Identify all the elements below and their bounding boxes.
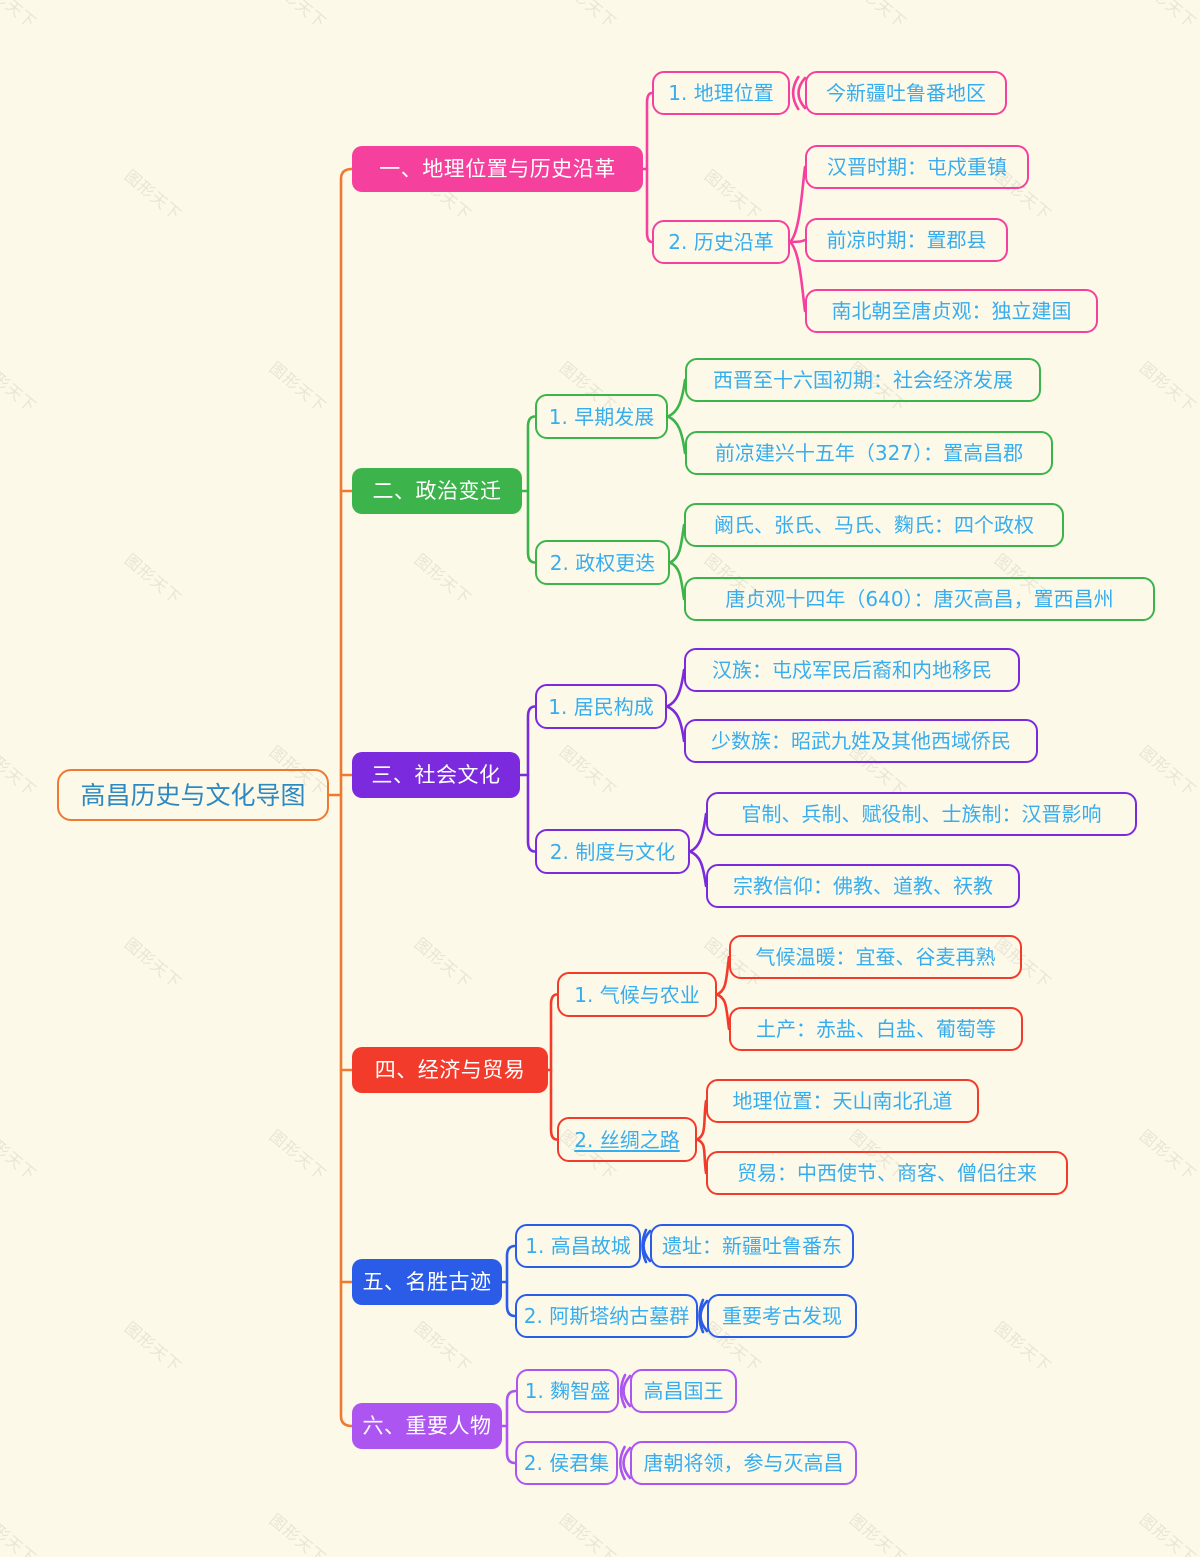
leaf-node-4-1-1[interactable]: 气候温暖：宜蚕、谷麦再熟	[729, 935, 1022, 979]
branch-connector	[666, 378, 687, 418]
leaf-node-5-1-1[interactable]: 遗址：新疆吐鲁番东	[650, 1224, 854, 1268]
branch-connector	[788, 240, 807, 313]
child-node-4-2[interactable]: 2. 丝绸之路	[557, 1117, 697, 1162]
child-node-5-1[interactable]: 1. 高昌故城	[515, 1224, 641, 1268]
branch-connector	[645, 91, 654, 244]
branch-connector	[505, 1244, 517, 1318]
root-node[interactable]: 高昌历史与文化导图	[57, 769, 329, 821]
branch-connector	[788, 238, 807, 244]
branch-connector	[668, 523, 686, 564]
branch-connector	[695, 1138, 708, 1175]
branch-node-2[interactable]: 二、政治变迁	[352, 468, 522, 514]
branch-connector	[695, 1099, 708, 1141]
leaf-node-6-1-1[interactable]: 高昌国王	[630, 1369, 737, 1413]
leaf-node-4-2-1[interactable]: 地理位置：天山南北孔道	[706, 1079, 979, 1123]
leaf-node-2-1-2[interactable]: 前凉建兴十五年（327）：置高昌郡	[685, 431, 1053, 475]
leaf-node-3-1-2[interactable]: 少数族：昭武九姓及其他西域侨民	[684, 719, 1038, 763]
child-node-2-1[interactable]: 1. 早期发展	[535, 394, 668, 439]
child-node-5-2[interactable]: 2. 阿斯塔纳古墓群	[515, 1294, 698, 1338]
child-node-1-1[interactable]: 1. 地理位置	[652, 71, 790, 115]
branch-connector	[549, 993, 559, 1141]
leaf-node-1-2-1[interactable]: 汉晋时期：屯戍重镇	[805, 145, 1029, 189]
leaf-node-3-2-2[interactable]: 宗教信仰：佛教、道教、祆教	[706, 864, 1020, 908]
branch-connector	[526, 705, 537, 853]
branch-connector	[699, 1299, 709, 1333]
leaf-node-2-1-1[interactable]: 西晋至十六国初期：社会经济发展	[685, 358, 1041, 402]
branch-node-5[interactable]: 五、名胜古迹	[352, 1259, 502, 1305]
leaf-node-4-1-2[interactable]: 土产：赤盐、白盐、葡萄等	[729, 1007, 1023, 1051]
branch-connector	[619, 1445, 626, 1481]
branch-node-4[interactable]: 四、经济与贸易	[352, 1047, 548, 1093]
leaf-node-1-2-3[interactable]: 南北朝至唐贞观：独立建国	[805, 289, 1098, 333]
branch-connector	[666, 415, 687, 455]
branch-connector	[622, 1374, 632, 1408]
child-node-4-1[interactable]: 1. 气候与农业	[557, 972, 717, 1017]
child-node-1-2[interactable]: 2. 历史沿革	[652, 220, 790, 264]
leaf-node-2-2-2[interactable]: 唐贞观十四年（640）：唐灭高昌，置西昌州	[684, 577, 1155, 621]
branch-connector	[665, 668, 686, 708]
branch-connector	[619, 1373, 627, 1409]
branch-connector	[715, 993, 731, 1031]
leaf-node-5-2-1[interactable]: 重要考古发现	[707, 1294, 857, 1338]
leaf-node-4-2-2[interactable]: 贸易：中西使节、商客、僧侣往来	[706, 1151, 1068, 1195]
child-node-3-2[interactable]: 2. 制度与文化	[535, 829, 690, 874]
branch-connector	[668, 561, 686, 601]
branch-connector	[688, 850, 708, 888]
child-node-3-1[interactable]: 1. 居民构成	[535, 684, 667, 729]
child-node-2-2[interactable]: 2. 政权更迭	[535, 540, 670, 585]
leaf-node-6-2-1[interactable]: 唐朝将领，参与灭高昌	[630, 1441, 857, 1485]
branch-connector	[788, 165, 807, 244]
leaf-node-2-2-1[interactable]: 阚氏、张氏、马氏、麴氏：四个政权	[684, 503, 1064, 547]
branch-node-6[interactable]: 六、重要人物	[352, 1403, 502, 1449]
trunk-connector	[339, 167, 354, 1428]
branch-connector	[526, 415, 537, 564]
child-node-6-2[interactable]: 2. 侯君集	[515, 1441, 618, 1485]
branch-connector	[715, 955, 731, 996]
branch-connector	[797, 76, 807, 110]
branch-connector	[622, 1446, 632, 1480]
branch-connector	[505, 1389, 518, 1465]
branch-connector	[688, 812, 708, 853]
branch-node-1[interactable]: 一、地理位置与历史沿革	[352, 146, 643, 192]
leaf-node-1-1-1[interactable]: 今新疆吐鲁番地区	[805, 71, 1007, 115]
branch-connector	[791, 75, 800, 111]
leaf-node-3-2-1[interactable]: 官制、兵制、赋役制、士族制：汉晋影响	[706, 792, 1137, 836]
branch-node-3[interactable]: 三、社会文化	[352, 752, 520, 798]
branch-connector	[642, 1229, 652, 1263]
branch-connector	[665, 705, 686, 743]
child-node-6-1[interactable]: 1. 麴智盛	[516, 1369, 619, 1413]
leaf-node-3-1-1[interactable]: 汉族：屯戍军民后裔和内地移民	[684, 648, 1020, 692]
leaf-node-1-2-2[interactable]: 前凉时期：置郡县	[805, 218, 1008, 262]
